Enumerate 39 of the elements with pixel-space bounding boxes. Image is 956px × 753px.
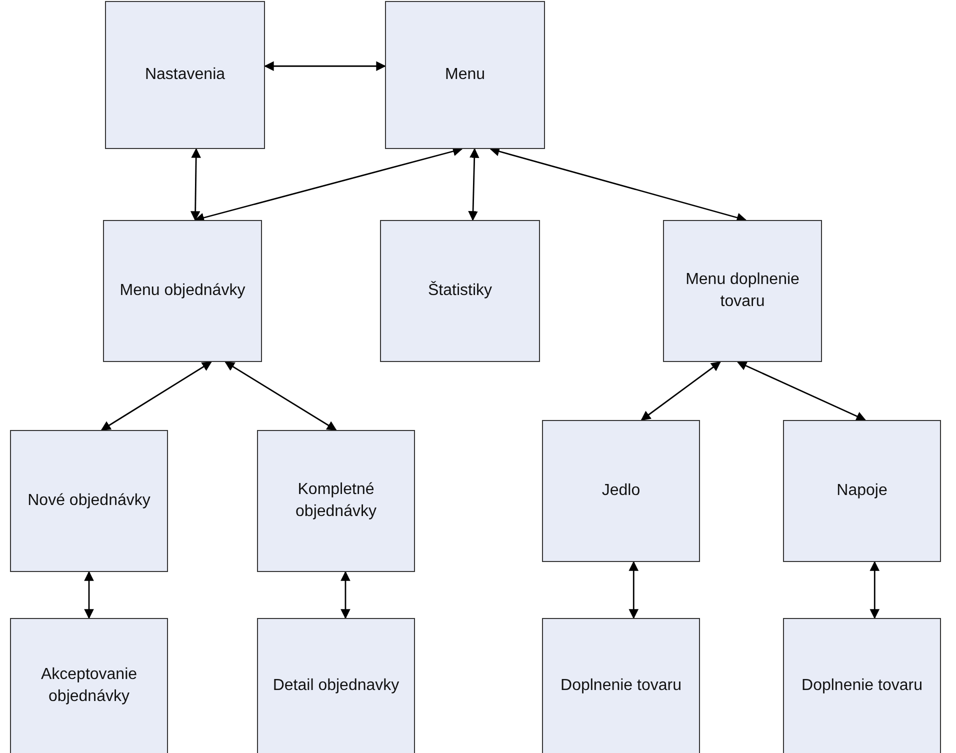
double-arrow <box>84 571 94 619</box>
double-arrow <box>736 361 866 421</box>
screen-box <box>10 618 168 753</box>
double-arrow <box>640 361 722 421</box>
box-label: Menu objednávky <box>120 281 246 302</box>
screen-box <box>385 1 545 149</box>
box-label: Akceptovanie objednávky <box>40 665 138 707</box>
screen-box <box>105 1 265 149</box>
screen-box <box>380 220 540 362</box>
double-arrow <box>628 561 639 619</box>
double-arrow <box>224 361 337 431</box>
box-label: Nastavenia <box>144 65 226 86</box>
double-arrow <box>490 146 747 222</box>
box-label: Doplnenie tovaru <box>802 676 922 696</box>
screen-box <box>10 430 168 572</box>
screen-box <box>257 618 415 753</box>
screen-box <box>783 618 941 753</box>
box-label: Kompletné objednávky <box>294 480 378 522</box>
screen-box <box>103 220 262 362</box>
double-arrow <box>264 61 386 72</box>
screen-box <box>663 220 822 362</box>
box-label: Jedlo <box>602 481 640 502</box>
screen-box <box>257 430 415 572</box>
double-arrow <box>468 148 480 221</box>
double-arrow <box>340 571 350 619</box>
double-arrow <box>194 146 463 222</box>
box-label: Nové objednávky <box>28 491 150 512</box>
screen-box <box>783 420 941 562</box>
screen-box <box>542 618 700 753</box>
box-label: Menu doplnenie tovaru <box>684 270 800 312</box>
double-arrow <box>100 361 212 431</box>
double-arrow <box>190 148 201 221</box>
screen-box <box>542 420 700 562</box>
box-label: Doplnenie tovaru <box>560 676 682 696</box>
box-label: Štatistiky <box>428 280 492 302</box>
double-arrow <box>870 561 880 619</box>
box-label: Detail objednavky <box>272 676 400 696</box>
box-label: Napoje <box>836 481 888 502</box>
box-label: Menu <box>444 65 486 86</box>
